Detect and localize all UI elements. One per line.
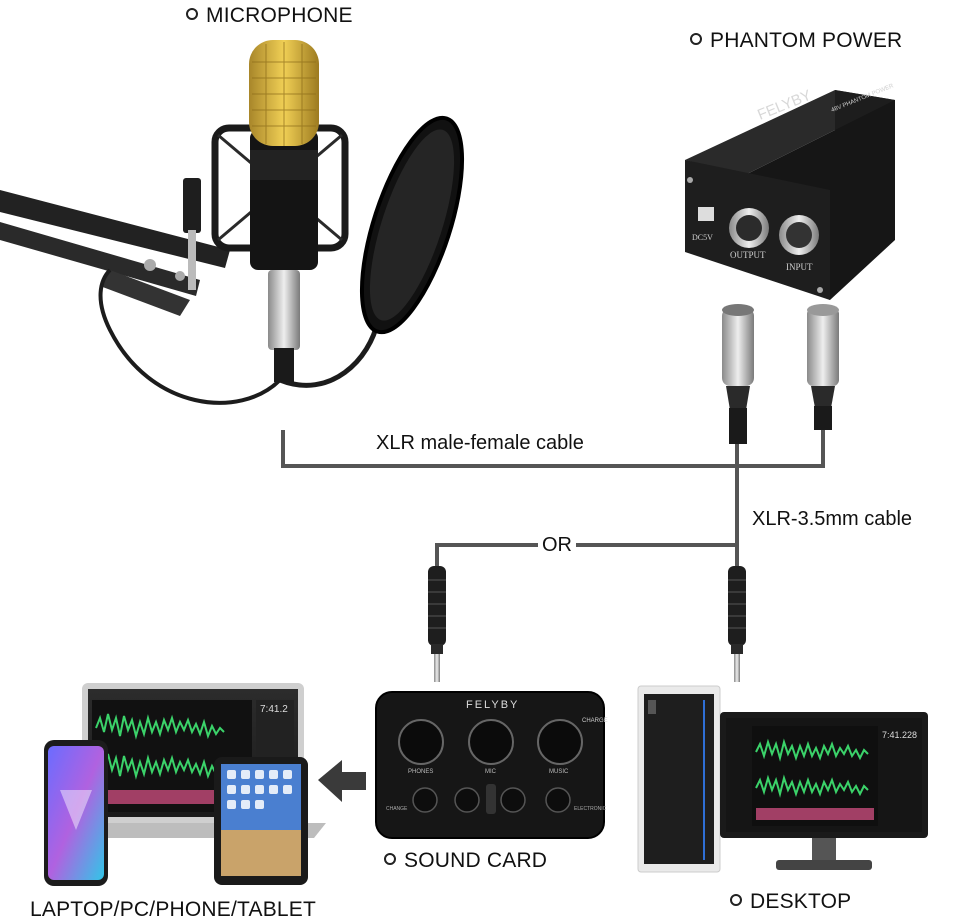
svg-text:MUSIC: MUSIC	[549, 769, 569, 775]
svg-text:CHANGE: CHANGE	[386, 806, 408, 812]
bullet-circle-icon	[690, 33, 702, 46]
svg-text:DC5V: DC5V	[692, 233, 713, 242]
arrow-left-icon	[318, 760, 366, 802]
jack-35mm-left	[428, 566, 446, 682]
phone-illustration	[44, 740, 108, 886]
desktop-time: 7:41.228	[882, 730, 917, 740]
or-label: OR	[538, 534, 576, 557]
bullet-circle-icon	[730, 894, 742, 907]
svg-text:OUTPUT: OUTPUT	[730, 250, 766, 260]
phantom-power-label: PHANTOM POWER	[690, 29, 902, 53]
desktop-label: DESKTOP	[730, 890, 851, 914]
laptop-pc-phone-tablet-label: LAPTOP/PC/PHONE/TABLET	[30, 898, 317, 921]
bullet-circle-icon	[186, 8, 198, 21]
tablet-illustration	[214, 757, 308, 885]
desktop-monitor-illustration: 7:41.228	[720, 712, 928, 870]
svg-text:PHONES: PHONES	[408, 769, 433, 775]
svg-text:MIC: MIC	[485, 769, 497, 775]
xlr-male-plug	[807, 304, 839, 430]
xlr-35mm-cable-label: XLR-3.5mm cable	[748, 508, 917, 531]
phantom-power-box-illustration: FELYBY 48V PHANTOM POWER DC5V OUTPUT INP…	[685, 83, 895, 300]
laptop-time: 7:41.2	[260, 704, 288, 715]
svg-text:INPUT: INPUT	[786, 262, 813, 272]
svg-text:CHARGE: CHARGE	[582, 718, 608, 724]
xlr-male-female-cable-label: XLR male-female cable	[372, 432, 588, 455]
bullet-circle-icon	[384, 853, 396, 866]
desktop-tower-illustration	[637, 685, 721, 873]
jack-35mm-right	[728, 566, 746, 682]
cable-lines	[281, 430, 825, 566]
svg-text:ELECTRONIC: ELECTRONIC	[574, 806, 607, 812]
sound-card-illustration: FELYBY CHARGE PHONES MIC MUSIC CHANGE EL…	[375, 691, 608, 839]
svg-text:FELYBY: FELYBY	[466, 699, 519, 711]
xlr-female-plug	[722, 304, 754, 444]
microphone-label: MICROPHONE	[186, 4, 353, 28]
sound-card-label: SOUND CARD	[384, 849, 547, 873]
microphone-illustration	[0, 40, 465, 405]
